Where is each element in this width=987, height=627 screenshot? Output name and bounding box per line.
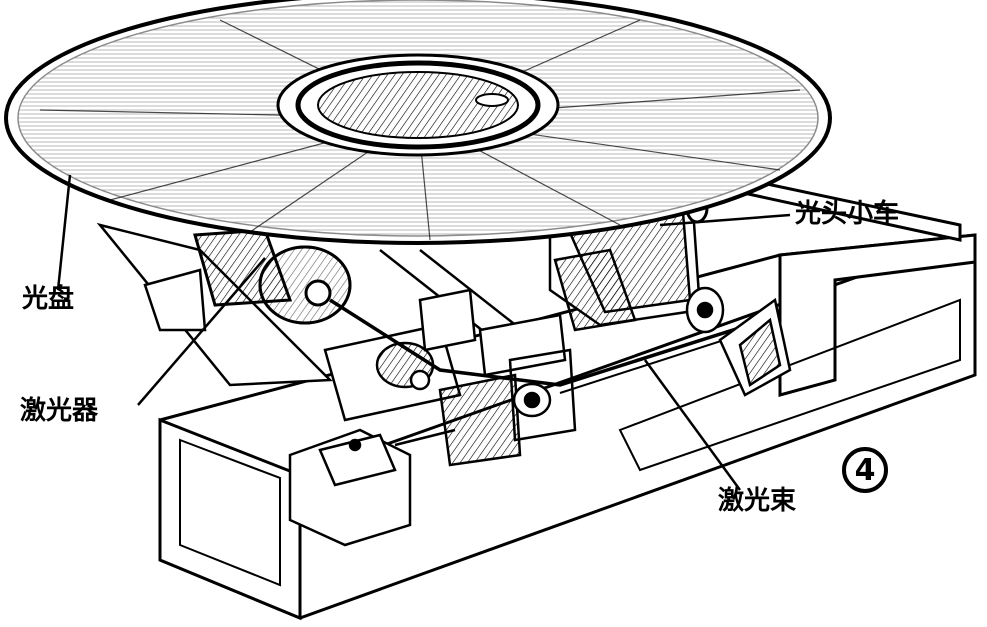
mirror-bracket (718, 297, 792, 397)
detector-block (288, 428, 456, 547)
optical-assembly (323, 288, 577, 467)
spindle-motor (193, 228, 352, 325)
label-laser: 激光器 (20, 396, 99, 426)
figure-number-badge: 4 (842, 447, 888, 493)
compact-disc (4, 0, 832, 245)
leader-lines (56, 174, 791, 491)
label-laser-beam: 激光束 (718, 486, 797, 516)
label-disc: 光盘 (22, 284, 75, 314)
label-pickup-carriage: 光头小车 (795, 199, 900, 229)
